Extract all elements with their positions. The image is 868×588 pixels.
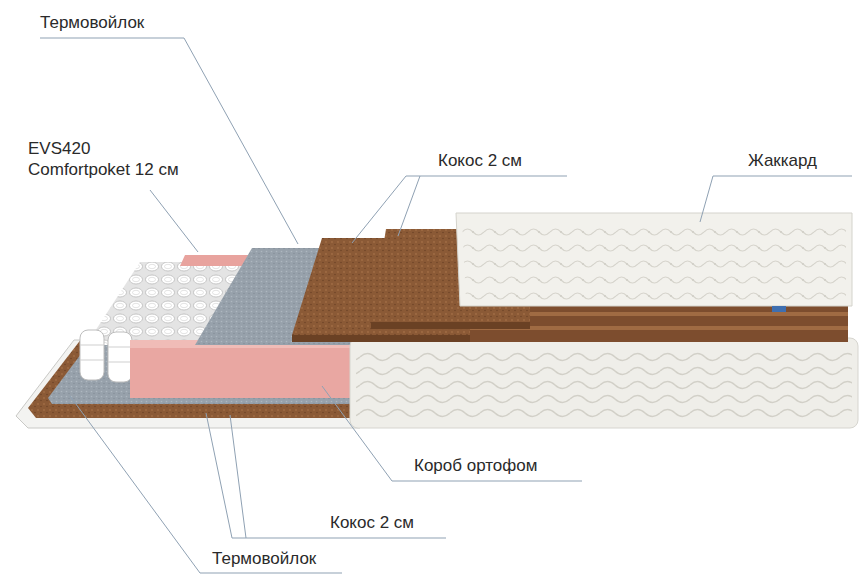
- part-label: Кокос 2 см: [438, 150, 522, 171]
- part-label: Термовойлок: [40, 12, 144, 33]
- part-label: EVS420 Comfortpoket 12 см: [28, 138, 182, 180]
- part-label: Кокос 2 см: [330, 512, 414, 533]
- part-label: Термовойлок: [212, 548, 316, 569]
- part-label: Короб ортофом: [414, 455, 537, 476]
- part-label: Жаккард: [748, 150, 817, 171]
